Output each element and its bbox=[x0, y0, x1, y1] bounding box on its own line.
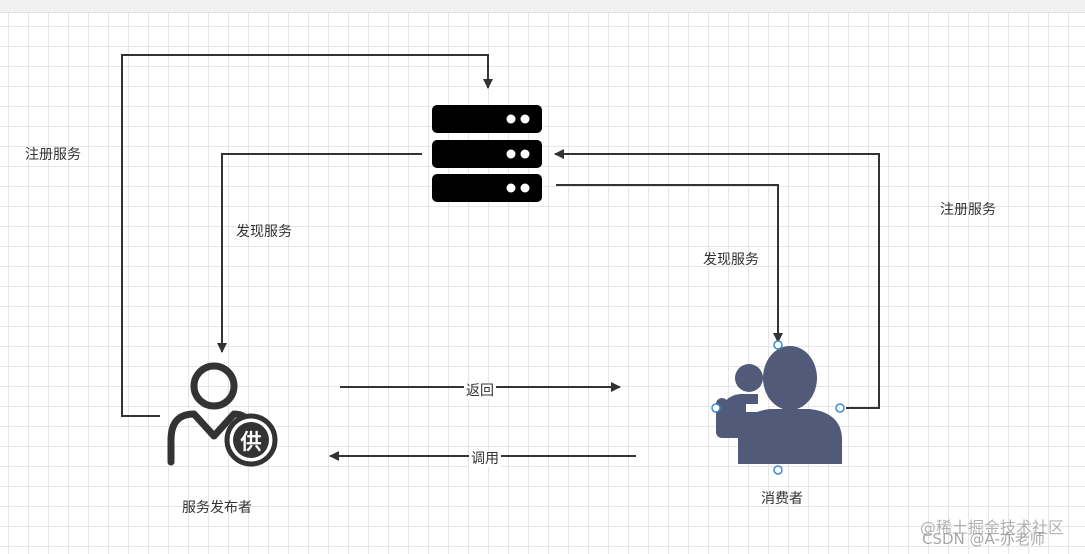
selection-handle-left[interactable] bbox=[711, 403, 721, 413]
label-invoke[interactable]: 调用 bbox=[469, 451, 501, 467]
selection-handles[interactable] bbox=[711, 340, 845, 475]
label-discover-right[interactable]: 发现服务 bbox=[703, 252, 759, 268]
canvas-top-bar bbox=[0, 0, 1085, 13]
edge-discover-provider[interactable] bbox=[217, 153, 422, 353]
edge-register-provider[interactable] bbox=[121, 54, 493, 417]
provider-user-icon[interactable] bbox=[167, 362, 278, 467]
edge-register-consumer[interactable] bbox=[554, 149, 880, 409]
label-consumer[interactable]: 消费者 bbox=[761, 491, 803, 507]
selection-handle-right[interactable] bbox=[835, 403, 845, 413]
server-icon[interactable] bbox=[432, 105, 542, 202]
consumer-group-icon[interactable] bbox=[716, 346, 842, 464]
selection-handle-top[interactable] bbox=[773, 340, 783, 350]
label-discover-left[interactable]: 发现服务 bbox=[236, 224, 292, 240]
selection-handle-bottom[interactable] bbox=[773, 465, 783, 475]
label-register-right[interactable]: 注册服务 bbox=[940, 202, 996, 218]
edge-discover-consumer[interactable] bbox=[556, 184, 783, 343]
watermark-csdn: CSDN @A-亦老师 bbox=[922, 530, 1045, 548]
watermark-juejin: @稀土掘金技术社区 bbox=[920, 518, 1065, 537]
provider-badge-glyph: 供 bbox=[240, 430, 262, 454]
label-register-left[interactable]: 注册服务 bbox=[25, 147, 81, 163]
label-return[interactable]: 返回 bbox=[464, 383, 496, 399]
label-provider[interactable]: 服务发布者 bbox=[182, 500, 252, 516]
